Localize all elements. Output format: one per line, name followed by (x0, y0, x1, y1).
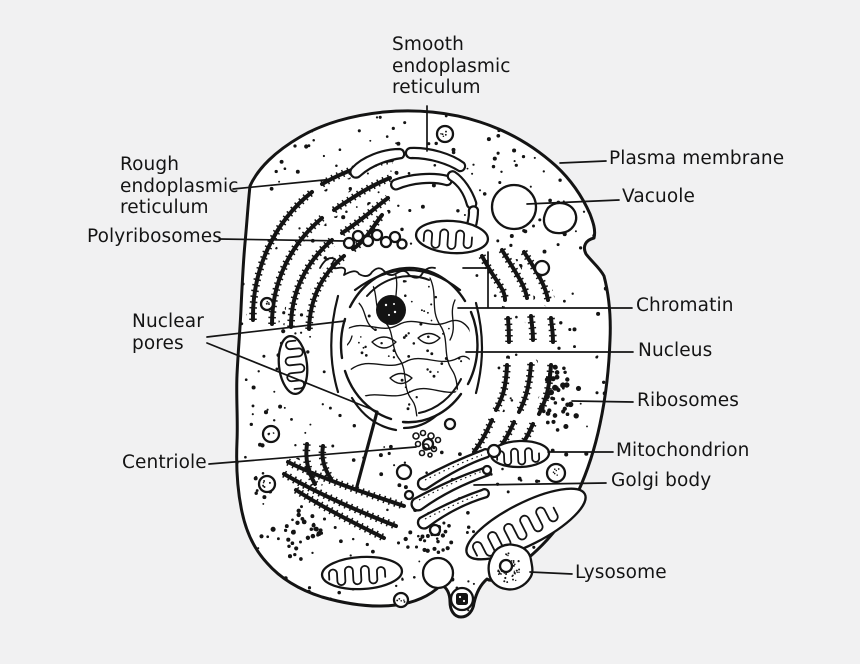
pointer-rough-er (232, 178, 335, 190)
pointer-golgi-body (473, 482, 607, 486)
nucleus-stipple (358, 280, 463, 411)
ribosome-cluster (538, 364, 582, 432)
label-vacuole: Vacuole (622, 186, 695, 207)
dense-stipple-clusters (270, 508, 454, 555)
label-polyribosomes: Polyribosomes (87, 226, 223, 247)
pointer-nuclear-pores (206, 320, 377, 412)
nucleus (330, 266, 484, 432)
centriole (412, 429, 442, 458)
pointer-ribosomes (571, 400, 634, 403)
label-lysosome: Lysosome (575, 562, 667, 583)
nucleolus (376, 295, 406, 325)
mitochondrion-top (414, 219, 490, 255)
label-plasma-membrane: Plasma membrane (609, 148, 785, 169)
vacuole (490, 183, 578, 277)
label-nucleus: Nucleus (638, 340, 713, 361)
label-centriole: Centriole (122, 452, 207, 473)
golgi-body (395, 417, 502, 537)
label-chromatin: Chromatin (636, 295, 734, 316)
pointer-centriole (208, 446, 417, 465)
pointer-chromatin (457, 251, 633, 309)
label-golgi-body: Golgi body (611, 470, 712, 491)
label-mitochondrion: Mitochondrion (616, 440, 750, 461)
smooth-er (349, 146, 480, 249)
rough-er-right (467, 243, 560, 465)
vesicle-stipple (262, 130, 560, 603)
pointer-lines (206, 105, 634, 575)
label-ribosomes: Ribosomes (637, 390, 739, 411)
vesicles (257, 124, 567, 609)
pointer-polyribosomes (218, 238, 346, 242)
polyribosomes (319, 228, 436, 279)
label-rough-er: Rough endoplasmic reticulum (120, 154, 239, 218)
rough-er-lower (277, 437, 411, 545)
endocytic-vesicle (449, 586, 475, 612)
pointer-plasma-membrane (559, 160, 607, 164)
mitochondrion-bottom-left (320, 555, 404, 591)
pointer-lysosome (529, 571, 573, 575)
label-nuclear-pores: Nuclear pores (132, 311, 204, 354)
lysosome (487, 543, 534, 591)
label-smooth-er: Smooth endoplasmic reticulum (392, 34, 511, 98)
pointer-vacuole (526, 199, 620, 205)
